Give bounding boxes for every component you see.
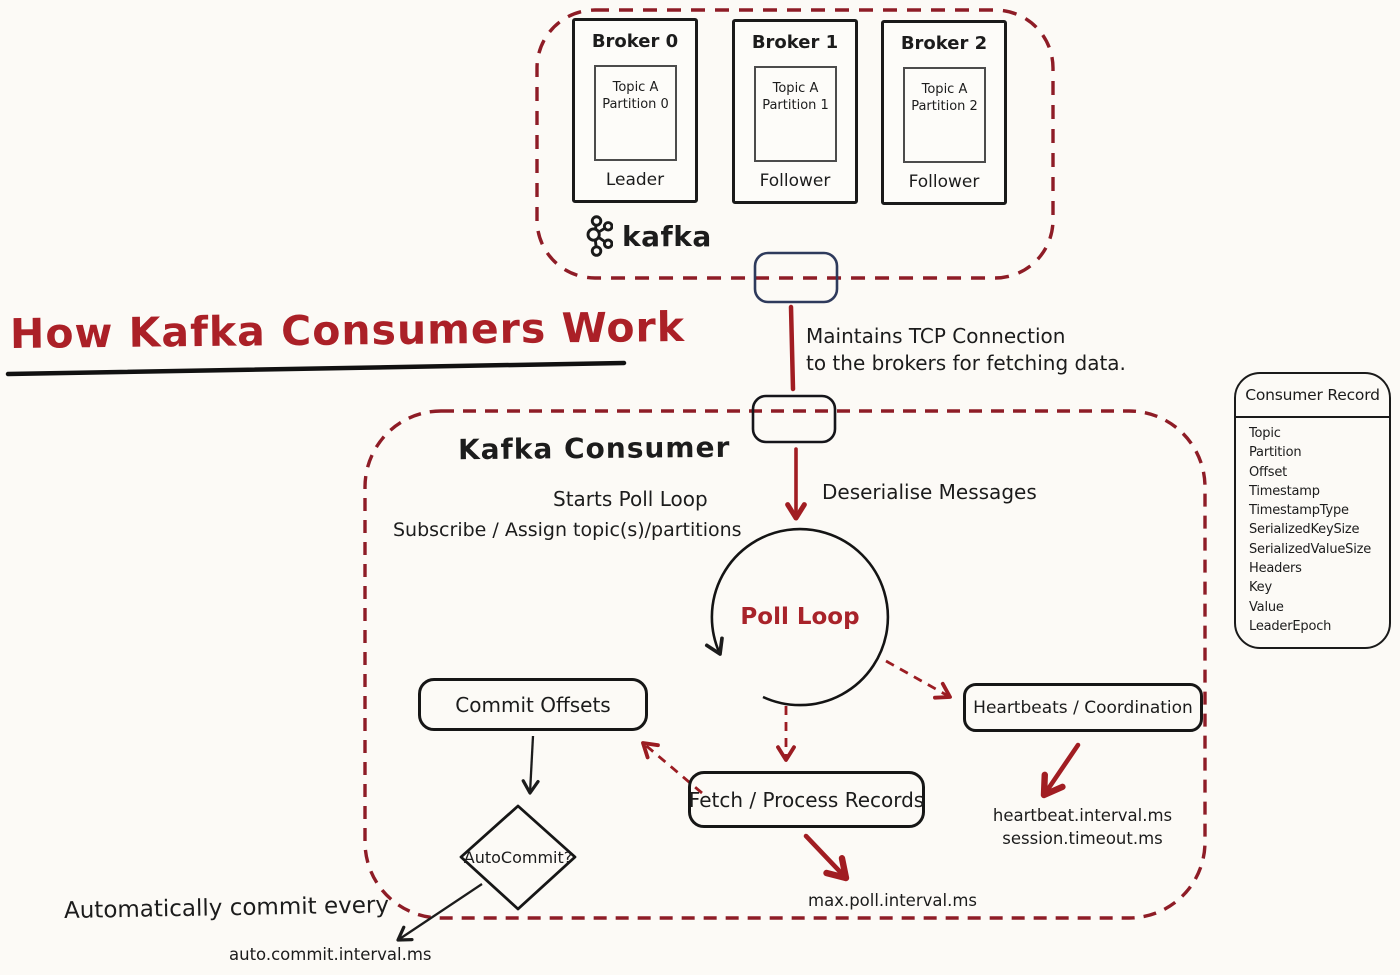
- consumer-record-fields: Topic Partition Offset Timestamp Timesta…: [1236, 424, 1389, 636]
- poll-loop-label: Poll Loop: [740, 604, 860, 630]
- session-timeout-config: session.timeout.ms: [1002, 829, 1163, 848]
- broker-role: Follower: [908, 172, 980, 192]
- consumer-record-card: Consumer Record Topic Partition Offset T…: [1234, 372, 1391, 649]
- record-field: SerializedKeySize: [1249, 522, 1360, 538]
- tcp-note-line1: Maintains TCP Connection: [806, 324, 1066, 348]
- partition-topic: Topic A: [921, 82, 968, 97]
- cluster-port-box: [753, 251, 839, 304]
- heartbeat-configs: heartbeat.interval.ms session.timeout.ms: [985, 804, 1180, 850]
- partition-box: Topic A Partition 1: [754, 66, 837, 162]
- poll-loop-circle: [704, 527, 890, 707]
- partition-id: Partition 1: [762, 98, 829, 113]
- consumer-record-title: Consumer Record: [1236, 374, 1389, 418]
- partition-box: Topic A Partition 2: [903, 67, 986, 163]
- broker-role: Leader: [605, 170, 665, 190]
- page-title: How Kafka Consumers Work: [9, 302, 686, 358]
- record-field: Value: [1249, 599, 1284, 615]
- tcp-connection-line: [788, 304, 796, 392]
- fetch-process-label: Fetch / Process Records: [688, 787, 925, 812]
- partition-topic: Topic A: [612, 80, 659, 95]
- broker-role: Follower: [759, 171, 831, 191]
- kafka-cluster-border: [535, 8, 1055, 280]
- autocommit-config-arrow: [396, 883, 483, 942]
- record-field: Partition: [1249, 445, 1302, 461]
- deserialise-caption: Deserialise Messages: [822, 480, 1037, 504]
- title-underline: [5, 360, 627, 377]
- broker-box-0: Broker 0 Topic A Partition 0 Leader: [572, 18, 698, 203]
- broker-box-1: Broker 1 Topic A Partition 1 Follower: [732, 19, 858, 204]
- record-field: Key: [1249, 580, 1272, 596]
- autocommit-diamond: [459, 804, 577, 911]
- tcp-note-line2: to the brokers for fetching data.: [806, 351, 1126, 375]
- consumer-port-box: [751, 394, 837, 444]
- fetch-process-node: Fetch / Process Records: [688, 771, 925, 828]
- fetch-to-commit-arrow: [641, 741, 703, 795]
- record-field: Timestamp: [1249, 483, 1320, 499]
- broker-name: Broker 0: [591, 31, 679, 52]
- commit-offsets-node: Commit Offsets: [418, 678, 648, 731]
- record-field: Headers: [1249, 561, 1302, 577]
- kafka-logo-text: kafka: [622, 220, 712, 253]
- tcp-connection-note: Maintains TCP Connection to the brokers …: [806, 323, 1126, 377]
- subscribe-caption: Subscribe / Assign topic(s)/partitions: [393, 519, 742, 541]
- fetch-config-arrow: [803, 833, 850, 882]
- heartbeat-interval-config: heartbeat.interval.ms: [992, 806, 1173, 825]
- record-field: LeaderEpoch: [1249, 618, 1332, 634]
- record-field: TimestampType: [1249, 503, 1349, 519]
- partition-id: Partition 2: [911, 99, 978, 114]
- autocommit-label: AutoCommit?: [463, 848, 573, 867]
- broker-box-2: Broker 2 Topic A Partition 2 Follower: [881, 20, 1007, 205]
- broker-name: Broker 2: [900, 33, 988, 54]
- poll-to-heartbeats-arrow: [885, 659, 952, 700]
- max-poll-interval-config: max.poll.interval.ms: [808, 891, 977, 910]
- kafka-logo-icon: [586, 215, 613, 257]
- kafka-consumer-border: [363, 409, 1207, 920]
- heartbeats-node: Heartbeats / Coordination: [963, 683, 1203, 732]
- record-field: Offset: [1249, 464, 1288, 480]
- partition-box: Topic A Partition 0: [594, 65, 677, 161]
- heartbeats-config-arrow: [1040, 742, 1081, 799]
- auto-commit-interval-config: auto.commit.interval.ms: [229, 945, 432, 964]
- heartbeats-label: Heartbeats / Coordination: [973, 697, 1193, 718]
- partition-topic: Topic A: [772, 81, 819, 96]
- record-field: Topic: [1249, 426, 1281, 441]
- commit-offsets-label: Commit Offsets: [455, 692, 611, 717]
- kafka-logo: kafka: [582, 214, 712, 259]
- starts-poll-loop-caption: Starts Poll Loop: [553, 487, 708, 511]
- broker-name: Broker 1: [751, 32, 839, 53]
- partition-id: Partition 0: [602, 97, 669, 112]
- kafka-consumer-title: Kafka Consumer: [457, 430, 731, 467]
- record-field: SerializedValueSize: [1249, 541, 1372, 557]
- commit-to-autocommit-arrow: [521, 735, 540, 795]
